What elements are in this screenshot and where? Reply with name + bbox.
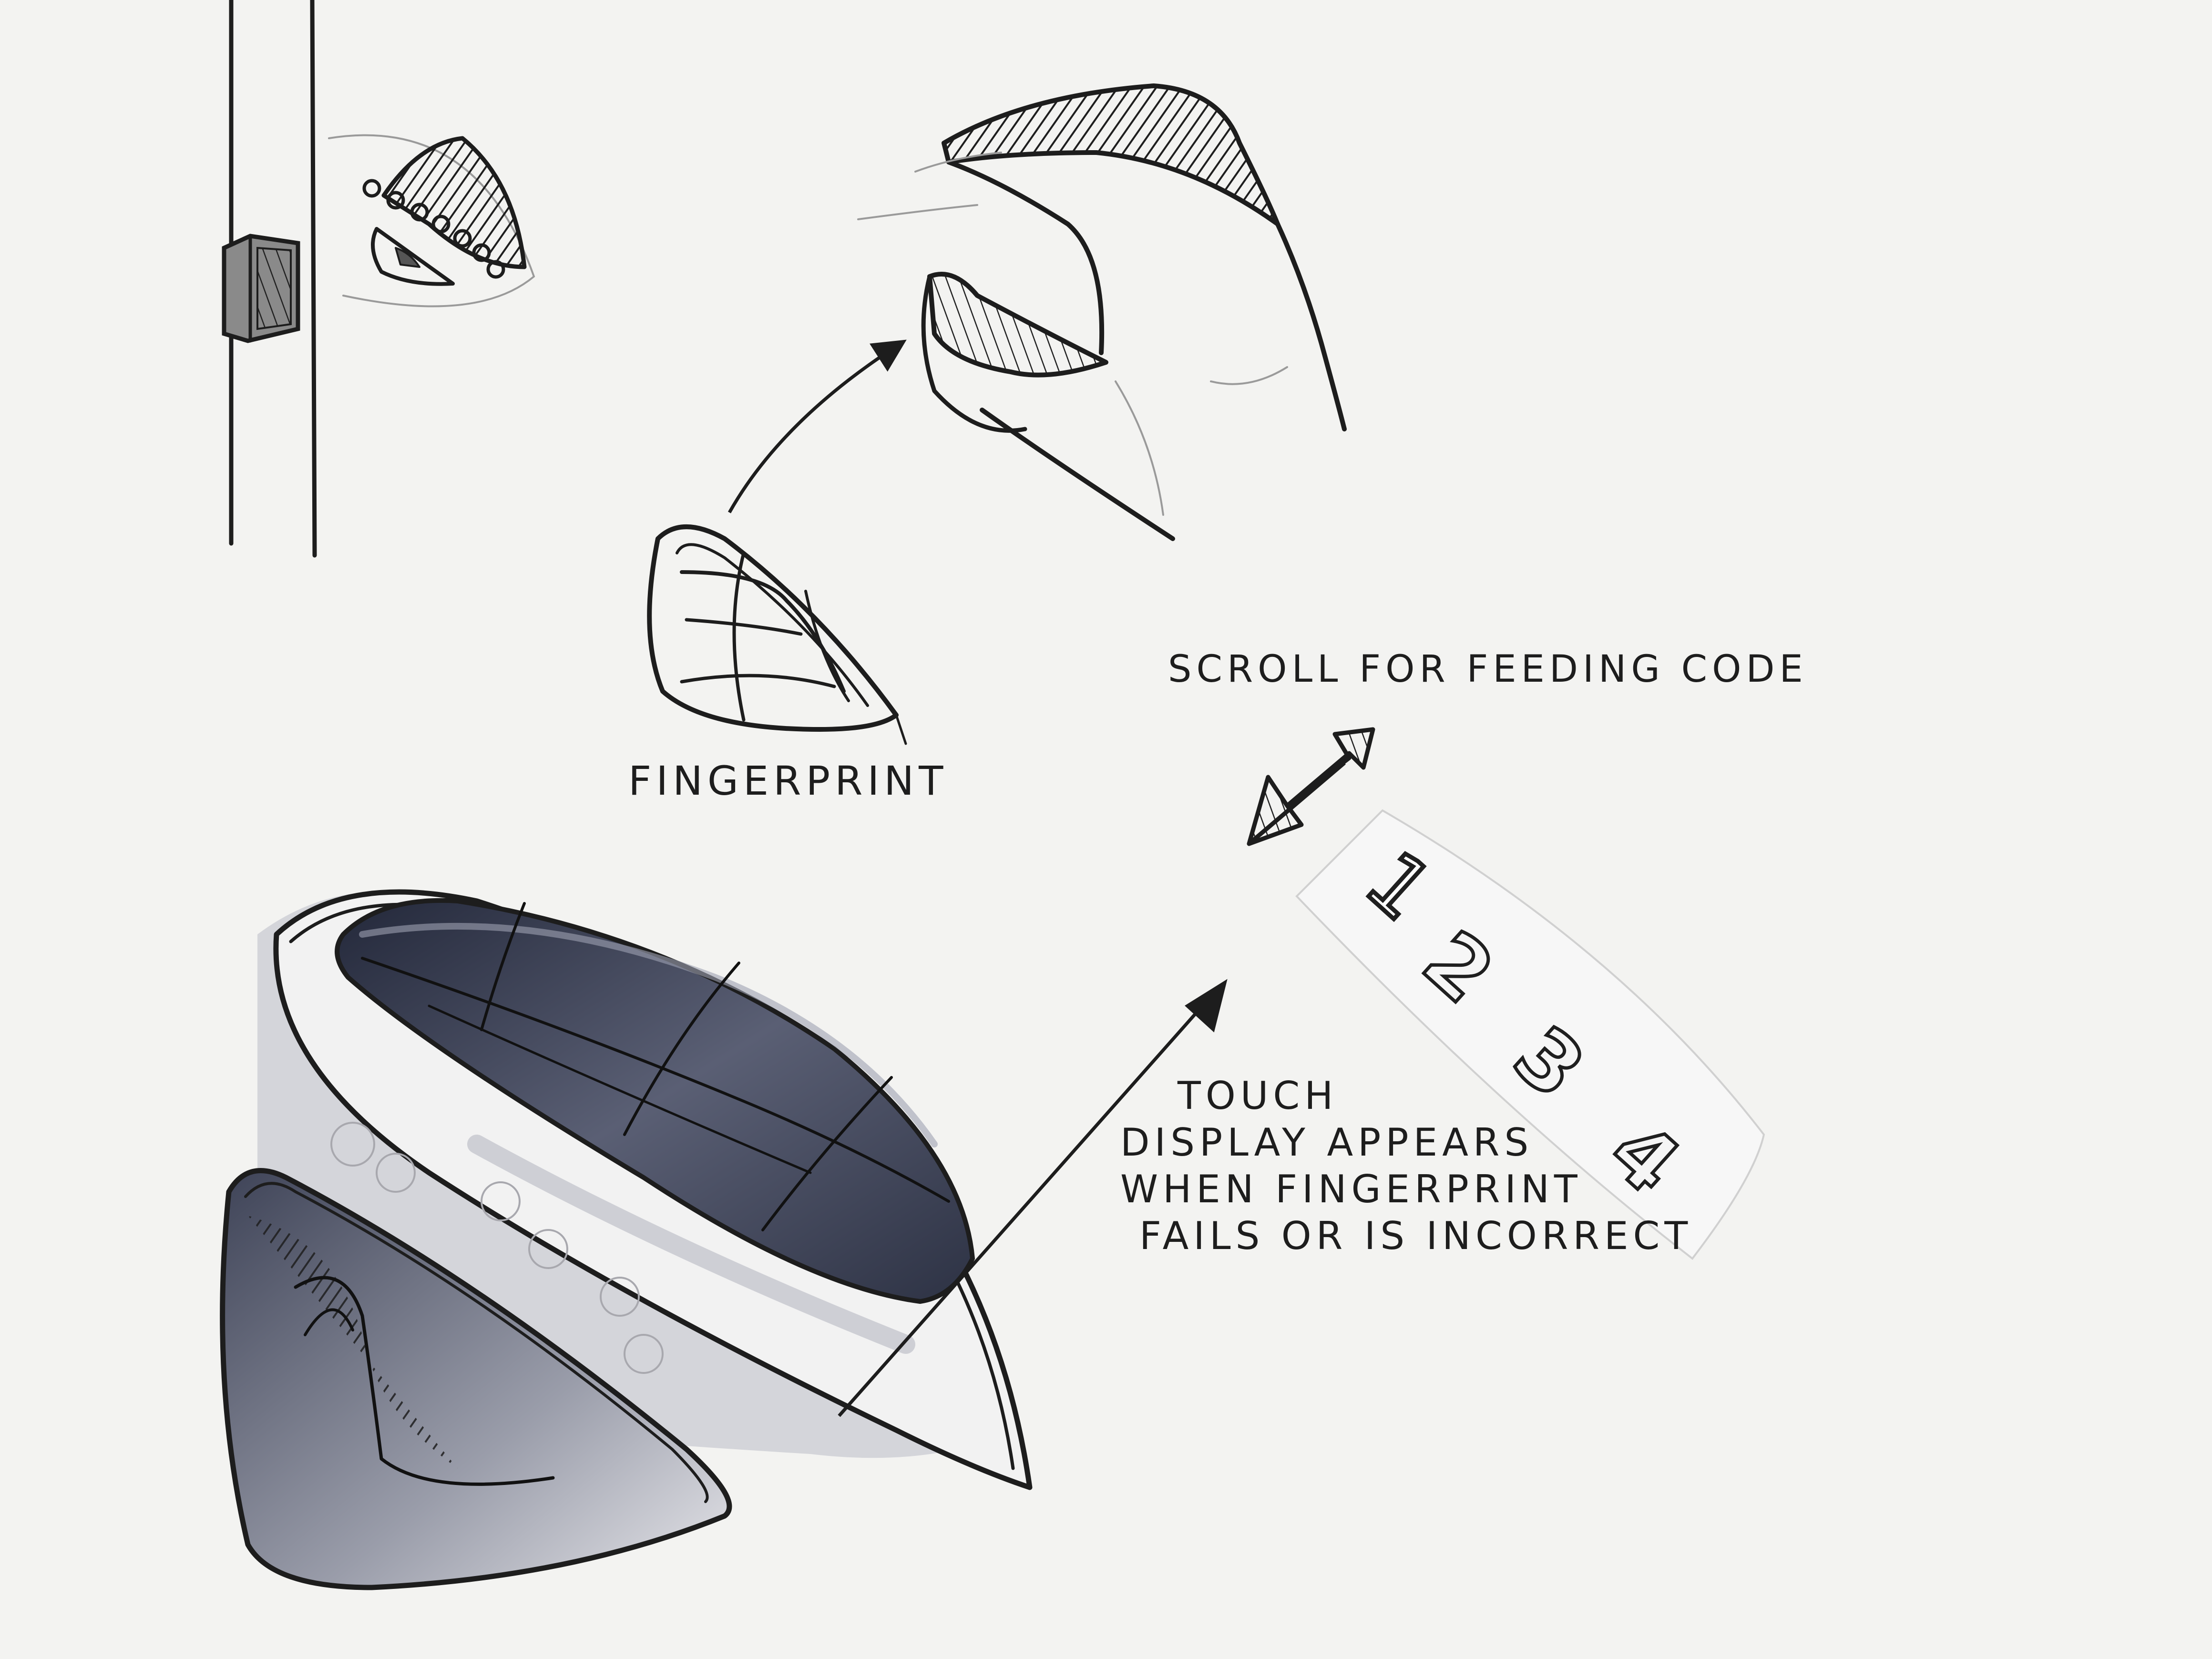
scroll-label: SCROLL FOR FEEDING CODE <box>1168 648 1808 691</box>
hand-sketch <box>858 86 1344 539</box>
fingerprint-arrow <box>729 343 901 512</box>
fingerprint-label: FINGERPRINT <box>628 758 948 804</box>
fingerprint-pad-sketch <box>649 527 906 744</box>
small-lock-sketch <box>364 138 524 284</box>
lock-unit-sketch <box>223 891 1030 1587</box>
touch-label-line: TOUCH <box>1178 1073 1692 1119</box>
touch-label-line: FAILS OR IS INCORRECT <box>1139 1213 1692 1260</box>
door-frame-sketch <box>224 0 534 555</box>
touch-display-arrow-head <box>1187 982 1225 1030</box>
scroll-double-arrow <box>1249 729 1373 844</box>
